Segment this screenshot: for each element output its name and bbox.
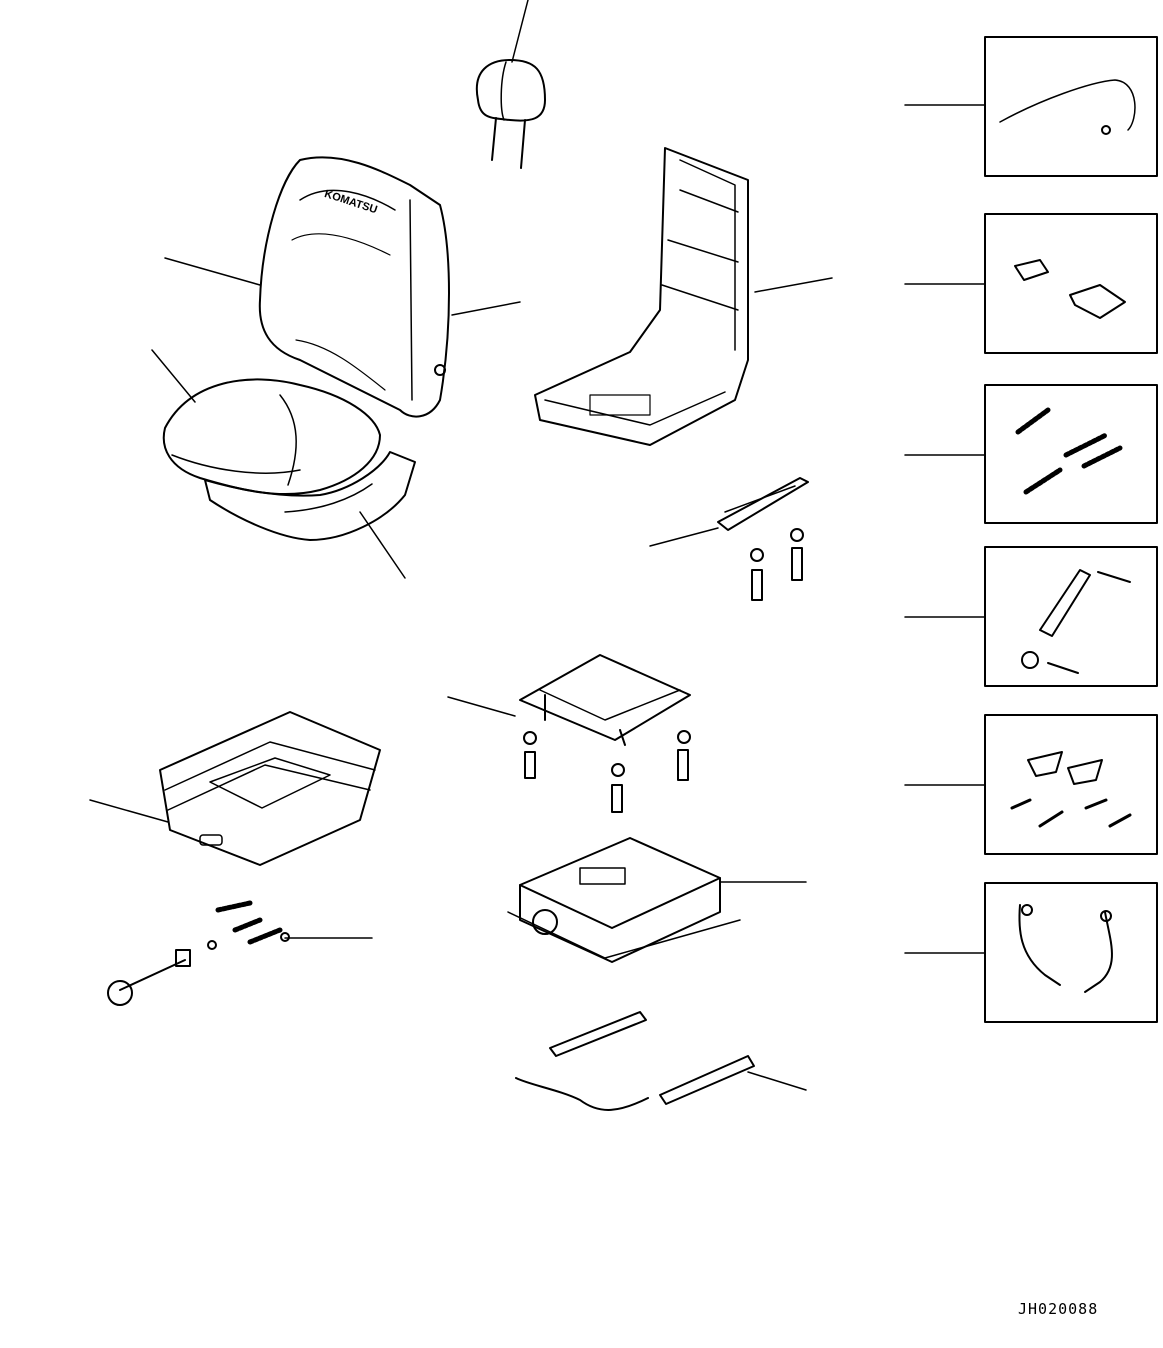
part-box-cable [984,36,1158,177]
springs-and-adjust-knob [107,900,290,1006]
part-box-clips [984,213,1158,354]
floor-rails [515,1011,755,1111]
slide-rail-upper [717,477,809,601]
leader-line-backrest-frame [754,277,833,293]
leader-line-backrest-right [451,301,521,316]
leader-line-linkage [447,696,516,717]
drawing-id-label: JH020088 [1018,1300,1099,1318]
suspension-linkage [519,654,691,813]
seat-backrest: KOMATSU [258,156,450,418]
leader-line-slide-rail [649,527,719,547]
seat-pan [204,451,416,541]
leader-line-bellows [89,799,169,823]
part-box-springs [984,384,1158,524]
headrest [475,59,546,169]
part-box-damper [984,546,1158,687]
leader-line-seat-pan [359,511,406,579]
seat-cushion [162,378,381,496]
leader-line-backrest-left [164,257,261,286]
suspension-base [507,837,741,963]
leader-line-headrest [511,0,529,63]
part-box-brackets [984,714,1158,855]
part-box-seatbelt [984,882,1158,1023]
backrest-frame [534,147,749,446]
leader-line-floor-rails [747,1071,807,1091]
bellows-cover [159,711,381,866]
leader-line-cushion [151,349,196,403]
